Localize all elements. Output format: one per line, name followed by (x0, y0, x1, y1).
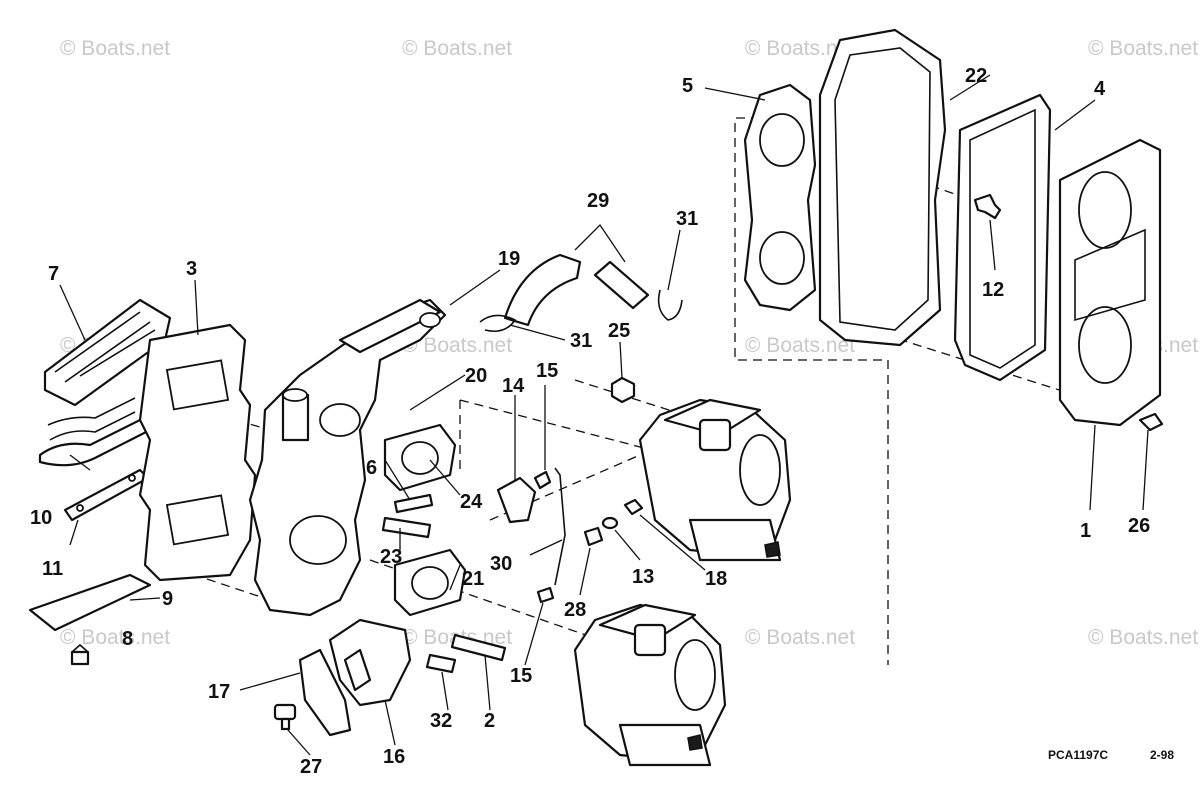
callout-2: 2 (484, 710, 495, 732)
reed-stop (63, 468, 150, 522)
callout-20: 20 (465, 365, 487, 387)
callout-18: 18 (705, 568, 727, 590)
callout-22: 22 (965, 65, 987, 87)
reed-plate (28, 573, 152, 632)
callout-10: 10 (30, 507, 52, 529)
callout-24: 24 (460, 491, 483, 513)
watermark: © Boats.net (402, 334, 512, 357)
callout-30: 30 (490, 553, 512, 575)
intake-gasket (138, 323, 257, 582)
reference-date: 2-98 (1150, 748, 1174, 762)
callout-5: 5 (682, 75, 693, 97)
bracket-screw (273, 703, 297, 731)
callout-14: 14 (502, 375, 525, 397)
linkage-bracket (496, 476, 537, 524)
silencer-cover (1058, 138, 1162, 427)
watermark: © Boats.net (60, 37, 170, 60)
elbow-hose (503, 253, 582, 327)
watermark: © Boats.net (745, 334, 855, 357)
callout-17: 17 (208, 681, 230, 703)
callout-6: 6 (366, 457, 377, 479)
callout-28: 28 (564, 599, 586, 621)
watermark: © Boats.net (1088, 37, 1198, 60)
watermark: © Boats.net (745, 626, 855, 649)
assembly-line (489, 454, 641, 521)
callout-12: 12 (982, 279, 1004, 301)
silencer-gasket (953, 93, 1052, 382)
bracket-plate (298, 648, 352, 737)
figure-reference: PCA1197C 2-98 (1048, 748, 1174, 762)
intake-manifold (248, 298, 447, 617)
callout-31: 31 (676, 208, 698, 230)
bolts (381, 493, 507, 674)
assembly-line (369, 559, 601, 641)
carburetor-upper (638, 398, 792, 562)
watermark: © Boats.net (402, 37, 512, 60)
callout-21: 21 (462, 568, 484, 590)
callout-15: 15 (536, 360, 558, 382)
callout-11: 11 (42, 558, 63, 580)
watermark: © Boats.net (60, 626, 170, 649)
nut (610, 376, 636, 404)
callout-27: 27 (300, 756, 322, 778)
ball-joints (533, 470, 555, 604)
fittings (583, 498, 644, 547)
callout-3: 3 (186, 258, 197, 280)
callout-9: 9 (162, 588, 173, 610)
callout-26: 26 (1128, 515, 1150, 537)
callout-13: 13 (632, 566, 654, 588)
callouts: 1 2 3 4 5 6 7 8 9 10 11 12 13 14 15 15 1… (30, 65, 1150, 778)
gasket-screw (973, 193, 1002, 220)
callout-32: 32 (430, 710, 452, 732)
cover-gasket (743, 83, 817, 312)
leader-lines (59, 74, 1149, 756)
linkage-rod (554, 467, 566, 586)
watermark: © Boats.net (745, 37, 855, 60)
hose-clips (479, 289, 683, 333)
callout-4: 4 (1094, 78, 1106, 100)
callout-25: 25 (608, 320, 630, 342)
screw (70, 643, 90, 666)
silencer-base (818, 28, 947, 347)
callout-1: 1 (1080, 520, 1091, 542)
carburetor-lower (573, 603, 727, 767)
callout-31: 31 (570, 330, 592, 352)
callout-29: 29 (587, 190, 609, 212)
callout-8: 8 (122, 628, 133, 650)
callout-19: 19 (498, 248, 520, 270)
throttle-bracket (328, 618, 412, 707)
reference-code: PCA1197C (1048, 748, 1108, 762)
cover-screw (1138, 412, 1164, 432)
carb-gasket-upper (383, 423, 457, 492)
watermark: © Boats.net (1088, 626, 1198, 649)
carb-gasket-lower (393, 548, 467, 617)
callout-15: 15 (510, 665, 532, 687)
callout-23: 23 (380, 546, 402, 568)
callout-16: 16 (383, 746, 405, 768)
straight-hose (593, 260, 650, 310)
callout-7: 7 (48, 263, 59, 285)
reed-petals (38, 397, 152, 467)
